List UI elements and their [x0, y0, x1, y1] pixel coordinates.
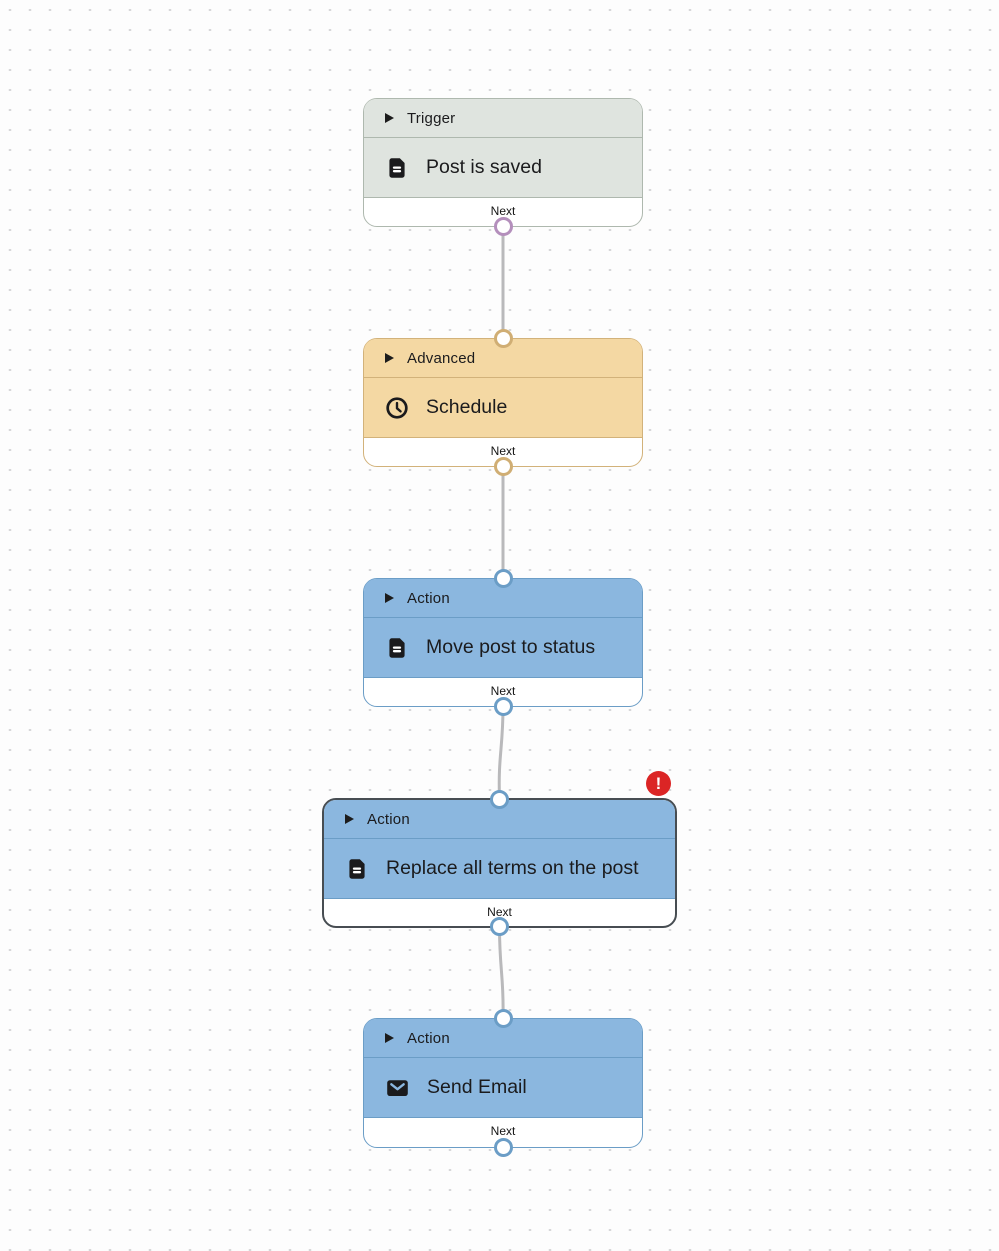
- node-body: Replace all terms on the post: [324, 839, 675, 899]
- node-category-label: Action: [407, 589, 450, 607]
- collapse-icon[interactable]: [385, 353, 394, 363]
- node-title: Send Email: [427, 1076, 527, 1098]
- next-label: Next: [490, 204, 516, 218]
- input-port[interactable]: [493, 329, 513, 348]
- document-icon: [344, 856, 370, 882]
- collapse-icon[interactable]: [385, 1033, 394, 1043]
- node-category-label: Action: [407, 1029, 450, 1047]
- node-body: Schedule: [364, 378, 642, 438]
- email-icon: [384, 1075, 411, 1101]
- output-port-next[interactable]: [490, 917, 509, 936]
- output-port-next[interactable]: [493, 217, 513, 236]
- node-header: Action: [324, 800, 675, 839]
- error-badge[interactable]: !: [646, 771, 671, 796]
- output-port-next[interactable]: [493, 1138, 513, 1157]
- clock-icon: [384, 395, 410, 421]
- collapse-icon[interactable]: [385, 593, 394, 603]
- node-body: Send Email: [364, 1058, 642, 1118]
- next-label: Next: [490, 1124, 516, 1138]
- collapse-icon[interactable]: [385, 113, 394, 123]
- connector: [497, 705, 505, 800]
- input-port[interactable]: [490, 790, 509, 809]
- next-label: Next: [490, 684, 516, 698]
- collapse-icon[interactable]: [345, 814, 354, 824]
- node-title: Move post to status: [426, 636, 596, 658]
- node-body: Post is saved: [364, 138, 642, 198]
- input-port[interactable]: [493, 1009, 513, 1028]
- node-trigger-post-is-saved[interactable]: Trigger Post is saved Next: [363, 98, 643, 236]
- node-body: Move post to status: [364, 618, 642, 678]
- node-action-replace-all-terms[interactable]: ! Action Replace all terms on the post N…: [322, 771, 677, 936]
- next-label: Next: [490, 444, 516, 458]
- node-title: Replace all terms on the post: [386, 857, 639, 879]
- output-port-next[interactable]: [493, 697, 513, 716]
- next-label: Next: [487, 905, 512, 919]
- node-category-label: Trigger: [407, 109, 456, 127]
- output-port-next[interactable]: [493, 457, 513, 476]
- node-category-label: Action: [367, 810, 410, 828]
- node-header: Action: [364, 579, 642, 618]
- node-header: Trigger: [364, 99, 642, 138]
- document-icon: [384, 635, 410, 661]
- node-title: Schedule: [426, 396, 508, 418]
- node-action-move-post-to-status[interactable]: Action Move post to status Next: [363, 569, 643, 716]
- input-port[interactable]: [493, 569, 513, 588]
- document-icon: [384, 155, 410, 181]
- node-action-send-email[interactable]: Action Send Email Next: [363, 1009, 643, 1157]
- node-title: Post is saved: [426, 156, 542, 178]
- node-category-label: Advanced: [407, 349, 476, 367]
- node-advanced-schedule[interactable]: Advanced Schedule Next: [363, 329, 643, 476]
- connector: [498, 926, 505, 1020]
